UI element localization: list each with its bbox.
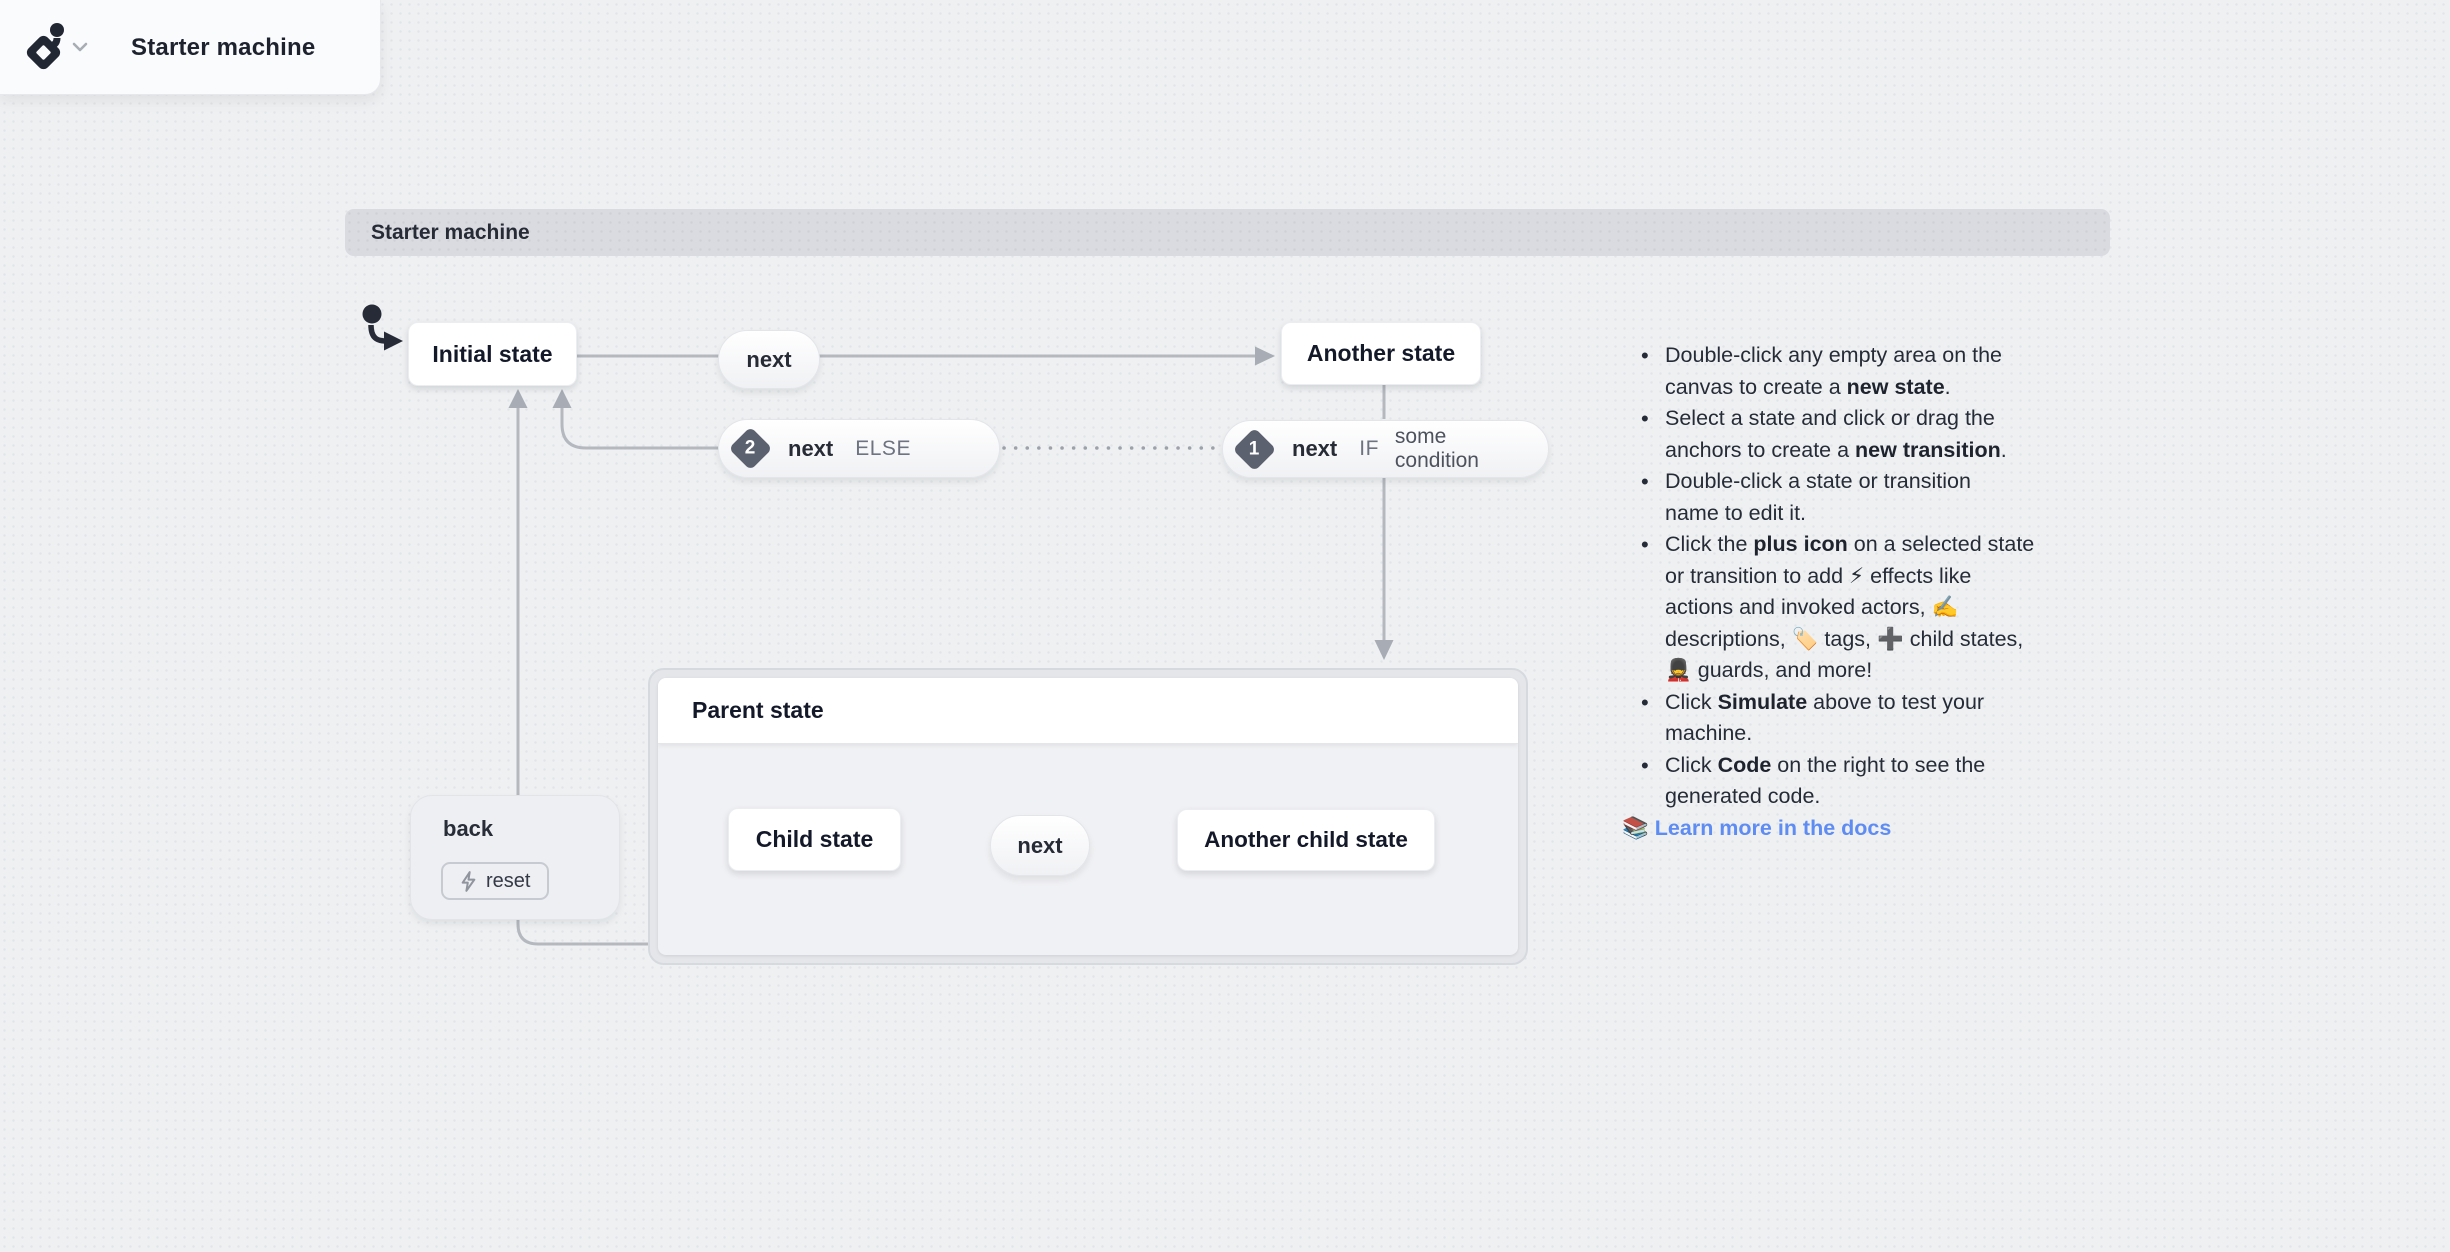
edge-else-to-initial [552, 389, 718, 450]
instructions-panel: Double-click any empty area on thecanvas… [1622, 340, 2062, 844]
state-child[interactable]: Child state [728, 808, 901, 871]
transition-back-label: back [443, 816, 494, 841]
transition-next-else-label: next [788, 435, 834, 461]
instruction-item: Click Simulate above to test yourmachine… [1641, 687, 2062, 750]
app-header-panel: Starter machine [0, 0, 381, 95]
reset-action-label: reset [486, 869, 531, 892]
instructions-list: Double-click any empty area on thecanvas… [1622, 340, 2062, 813]
state-parent-body: Parent state [658, 678, 1518, 955]
app-title: Starter machine [131, 34, 316, 61]
state-another-child[interactable]: Another child state [1177, 809, 1435, 871]
instruction-item: Click the plus icon on a selected stateo… [1641, 529, 2062, 687]
edge-initial-to-another [577, 346, 1275, 366]
transition-back[interactable]: back reset [410, 795, 620, 920]
state-another-label: Another state [1306, 340, 1456, 366]
transition-next-top-label: next [746, 346, 792, 372]
transition-next-else[interactable]: 2 next ELSE [718, 419, 1000, 478]
transition-next-child[interactable]: next [990, 815, 1090, 876]
transition-order-badge: 2 [728, 426, 773, 471]
state-parent-label: Parent state [692, 697, 824, 723]
transition-next-child-label: next [1017, 832, 1063, 858]
stately-logo-icon[interactable] [24, 22, 70, 76]
machine-title: Starter machine [371, 220, 530, 244]
instruction-item: Select a state and click or drag theanch… [1641, 403, 2062, 466]
docs-link[interactable]: 📚Learn more in the docs [1622, 813, 2062, 845]
transition-next-top[interactable]: next [718, 330, 820, 389]
state-another-child-label: Another child state [1204, 827, 1408, 852]
state-initial-label: Initial state [432, 340, 553, 367]
arrowhead-another-state [1255, 346, 1275, 366]
arrowhead-initial-2 [508, 389, 528, 408]
state-parent-titlebar[interactable]: Parent state [658, 678, 1518, 744]
arrowhead-initial-1 [552, 389, 572, 408]
books-icon: 📚 [1622, 815, 1649, 840]
machine-title-bar[interactable]: Starter machine [345, 209, 2110, 256]
transition-next-if-label: next [1292, 436, 1338, 461]
instruction-item: Click Code on the right to see thegenera… [1641, 750, 2062, 813]
state-initial[interactable]: Initial state [408, 322, 577, 386]
instruction-item: Double-click any empty area on thecanvas… [1641, 340, 2062, 403]
action-bolt-icon [461, 870, 476, 892]
guard-keyword-else: ELSE [855, 436, 911, 460]
initial-state-marker[interactable] [362, 304, 404, 351]
transition-next-if[interactable]: 1 next IF some condition [1222, 420, 1549, 478]
chevron-down-icon[interactable] [72, 42, 88, 52]
docs-link-label: Learn more in the docs [1654, 815, 1892, 840]
reset-action-button[interactable]: reset [441, 862, 550, 900]
state-another[interactable]: Another state [1281, 322, 1481, 385]
state-child-label: Child state [755, 826, 874, 852]
transition-order-badge: 1 [1232, 427, 1277, 471]
arrowhead-parent-state [1374, 640, 1394, 660]
guard-keyword-if: IF [1359, 437, 1379, 460]
guard-condition: some condition [1394, 425, 1479, 472]
